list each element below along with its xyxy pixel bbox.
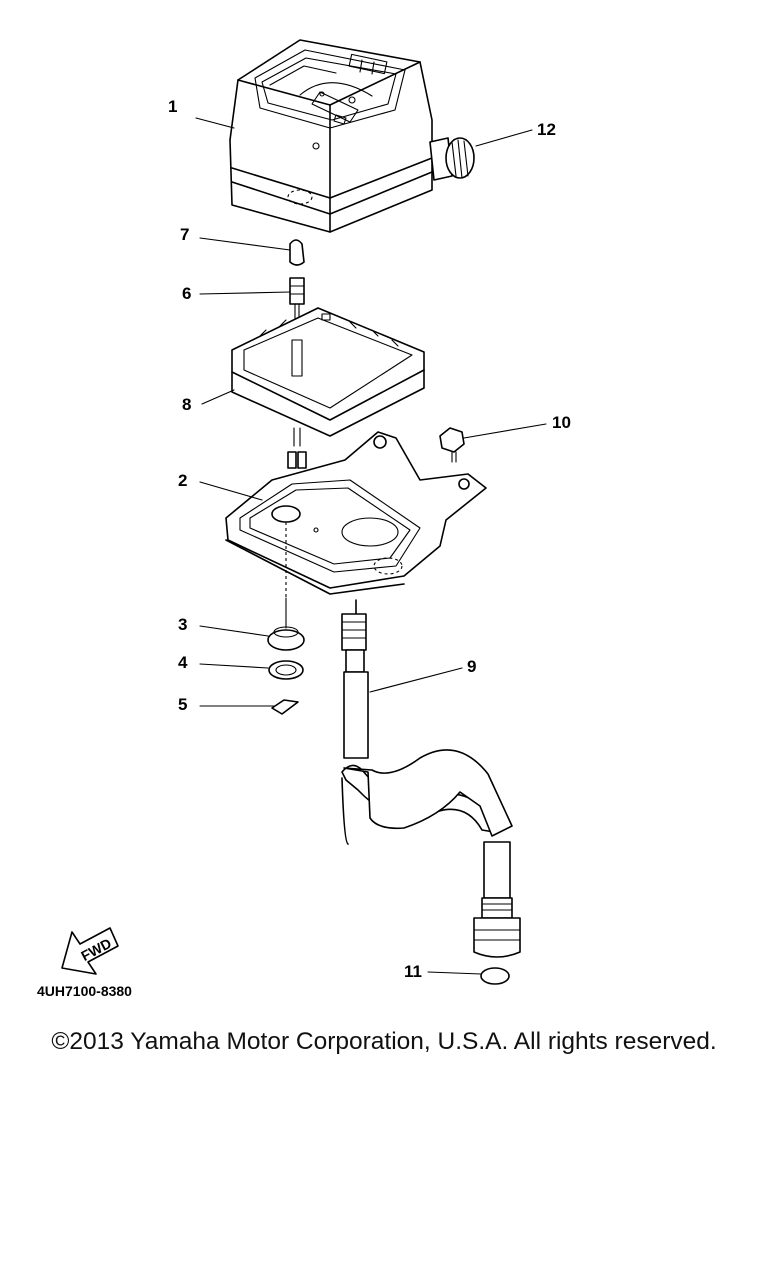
callout-1: 1	[168, 97, 177, 116]
parts-diagram: FWD 1 2 3 4 5 6 7 8 9 10 11 12 4UH7100-8…	[37, 39, 571, 999]
callout-5: 5	[178, 695, 187, 714]
callout-11: 11	[404, 962, 422, 981]
part-7-bulb	[289, 239, 305, 266]
copyright-notice: ©2013 Yamaha Motor Corporation, U.S.A. A…	[51, 1028, 717, 1055]
part-2-bracket	[225, 431, 487, 595]
callout-9: 9	[467, 657, 476, 676]
part-10-bolt	[439, 427, 465, 463]
leader-lines	[195, 117, 547, 975]
callout-12: 12	[537, 120, 556, 139]
part-11-o-ring	[480, 967, 510, 985]
part-3-grommet	[267, 626, 305, 651]
part-9-meter-cable	[341, 599, 521, 958]
part-1-meter-housing	[229, 39, 433, 233]
callout-4: 4	[178, 653, 188, 672]
part-12-reset-knob	[429, 137, 475, 181]
callout-7: 7	[180, 225, 189, 244]
callout-numbers: 1 2 3 4 5 6 7 8 9 10 11 12	[168, 97, 571, 981]
part-8-gasket	[231, 307, 425, 469]
callout-2: 2	[178, 471, 187, 490]
callout-8: 8	[182, 395, 191, 414]
callout-3: 3	[178, 615, 187, 634]
part-4-washer	[268, 660, 304, 680]
drawing-code: 4UH7100-8380	[37, 983, 132, 999]
callout-10: 10	[552, 413, 571, 432]
fwd-arrow-icon: FWD	[61, 927, 119, 975]
part-5-clip	[271, 699, 299, 715]
callout-6: 6	[182, 284, 191, 303]
